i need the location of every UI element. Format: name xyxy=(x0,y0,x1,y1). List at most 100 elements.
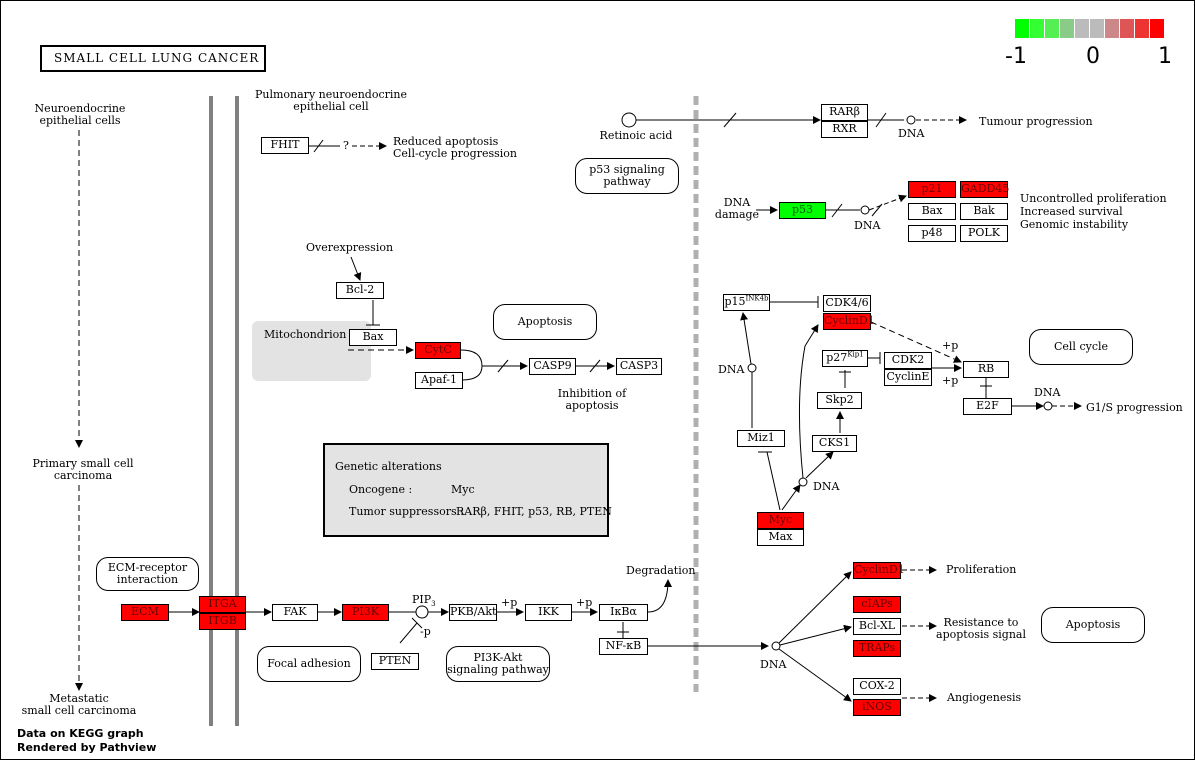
label-dna: DNA xyxy=(760,658,787,671)
gene-skp2[interactable]: Skp2 xyxy=(817,392,862,409)
gene-cks1[interactable]: CKS1 xyxy=(812,435,857,452)
gene-inos[interactable]: iNOS xyxy=(853,699,901,716)
footer-renderer: Rendered by Pathview xyxy=(17,741,157,754)
genetic-alterations-heading: Genetic alterations xyxy=(335,460,442,473)
label-dna: DNA xyxy=(898,127,925,140)
gene-ecm[interactable]: ECM xyxy=(121,604,169,621)
pathway-apoptosis-bottom[interactable]: Apoptosis xyxy=(1041,607,1145,643)
gene-casp3[interactable]: CASP3 xyxy=(616,358,662,375)
oncogene-label: Oncogene : xyxy=(349,483,413,496)
label-mitochondrion: Mitochondrion xyxy=(264,328,347,341)
gene-fak[interactable]: FAK xyxy=(272,604,318,621)
gene-pten[interactable]: PTEN xyxy=(371,653,419,670)
oncogene-value: Myc xyxy=(451,483,475,496)
gene-ikba[interactable]: IκBα xyxy=(599,604,648,621)
gene-bak[interactable]: Bak xyxy=(960,203,1008,220)
gene-ciaps[interactable]: cIAPs xyxy=(853,596,901,613)
gene-casp9[interactable]: CASP9 xyxy=(529,358,576,375)
gene-cyclind1-bottom[interactable]: CyclinD1 xyxy=(853,562,905,579)
pathway-cell-cycle[interactable]: Cell cycle xyxy=(1029,329,1133,365)
legend-swatch xyxy=(1015,19,1030,38)
gene-p48[interactable]: p48 xyxy=(908,225,956,242)
label-dna: DNA xyxy=(854,219,881,232)
gene-itgb[interactable]: ITGB xyxy=(199,613,246,630)
gene-polk[interactable]: POLK xyxy=(960,225,1008,242)
gene-apaf1[interactable]: Apaf-1 xyxy=(415,372,463,389)
label-dna: DNA xyxy=(1034,386,1061,399)
gene-bclxl[interactable]: Bcl-XL xyxy=(853,618,901,635)
label-proliferation: Proliferation xyxy=(946,563,1017,576)
gene-rb[interactable]: RB xyxy=(963,361,1009,378)
label-unknown: ? xyxy=(343,139,349,152)
gene-cox2[interactable]: COX-2 xyxy=(853,678,901,695)
label-g1s-progression: G1/S progression xyxy=(1086,401,1183,414)
gene-itga[interactable]: ITGA xyxy=(199,596,246,613)
gene-cycline[interactable]: CyclinE xyxy=(884,369,932,386)
gene-fhit[interactable]: FHIT xyxy=(261,137,309,154)
gene-traps[interactable]: TRAPs xyxy=(853,640,901,657)
legend-swatch xyxy=(1030,19,1045,38)
pathway-apoptosis-top[interactable]: Apoptosis xyxy=(493,304,597,340)
legend-swatch xyxy=(1045,19,1060,38)
gene-bax[interactable]: Bax xyxy=(908,203,956,220)
pathway-focal-adhesion[interactable]: Focal adhesion xyxy=(257,646,361,682)
label-degradation: Degradation xyxy=(626,564,696,577)
label-overexpression: Overexpression xyxy=(306,241,394,254)
genetic-alterations-box: Genetic alterations Oncogene : Myc Tumor… xyxy=(323,443,612,537)
gene-ikk[interactable]: IKK xyxy=(525,604,572,621)
label-pip3: PIP3 xyxy=(412,593,436,609)
gene-rxr[interactable]: RXR xyxy=(821,121,868,138)
gene-bax-mito[interactable]: Bax xyxy=(349,329,397,346)
gene-cdk46[interactable]: CDK4/6 xyxy=(823,295,871,312)
legend-min: -1 xyxy=(1005,44,1027,69)
legend-swatch xyxy=(1135,19,1150,38)
gene-pi3k[interactable]: PI3K xyxy=(342,604,389,621)
label-plus-p: +p xyxy=(576,596,593,609)
legend-swatch xyxy=(1060,19,1075,38)
gene-rarb[interactable]: RARβ xyxy=(821,104,868,121)
gene-nfkb[interactable]: NF-κB xyxy=(599,638,648,655)
legend-swatch xyxy=(1090,19,1105,38)
label-uncontrolled-proliferation: Uncontrolled proliferation Increased sur… xyxy=(1020,192,1167,231)
map-title: SMALL CELL LUNG CANCER xyxy=(40,45,266,72)
label-dna: DNA xyxy=(813,480,840,493)
gene-p53[interactable]: p53 xyxy=(779,202,826,219)
label-plus-p: +p xyxy=(942,374,959,387)
gene-cytc[interactable]: CytC xyxy=(415,342,461,359)
gene-p27[interactable]: p27Kip1 xyxy=(822,350,868,367)
legend-mid: 0 xyxy=(1086,44,1100,69)
gene-max[interactable]: Max xyxy=(757,529,804,546)
gene-p15[interactable]: p15INK4b xyxy=(723,294,770,311)
label-plus-p: +p xyxy=(942,339,959,352)
legend-max: 1 xyxy=(1158,44,1172,69)
gene-bcl2[interactable]: Bcl-2 xyxy=(336,282,384,299)
gene-myc[interactable]: Myc xyxy=(757,512,804,529)
footer-data-source: Data on KEGG graph xyxy=(17,727,144,740)
label-retinoic-acid: Retinoic acid xyxy=(599,129,673,142)
gene-cyclind1-top[interactable]: CyclinD1 xyxy=(823,313,875,330)
legend-swatch xyxy=(1075,19,1090,38)
gene-miz1[interactable]: Miz1 xyxy=(737,430,785,447)
label-plus-p: +p xyxy=(501,596,518,609)
gene-gadd45[interactable]: GADD45 xyxy=(960,181,1009,198)
gene-pkb-akt[interactable]: PKB/Akt xyxy=(449,604,497,621)
label-angiogenesis: Angiogenesis xyxy=(947,691,1022,704)
legend-swatch xyxy=(1120,19,1135,38)
suppressor-value: RARβ, FHIT, p53, RB, PTEN xyxy=(456,505,612,518)
gene-p21[interactable]: p21 xyxy=(908,181,956,198)
gene-e2f[interactable]: E2F xyxy=(963,398,1012,415)
gene-cdk2[interactable]: CDK2 xyxy=(884,352,932,369)
